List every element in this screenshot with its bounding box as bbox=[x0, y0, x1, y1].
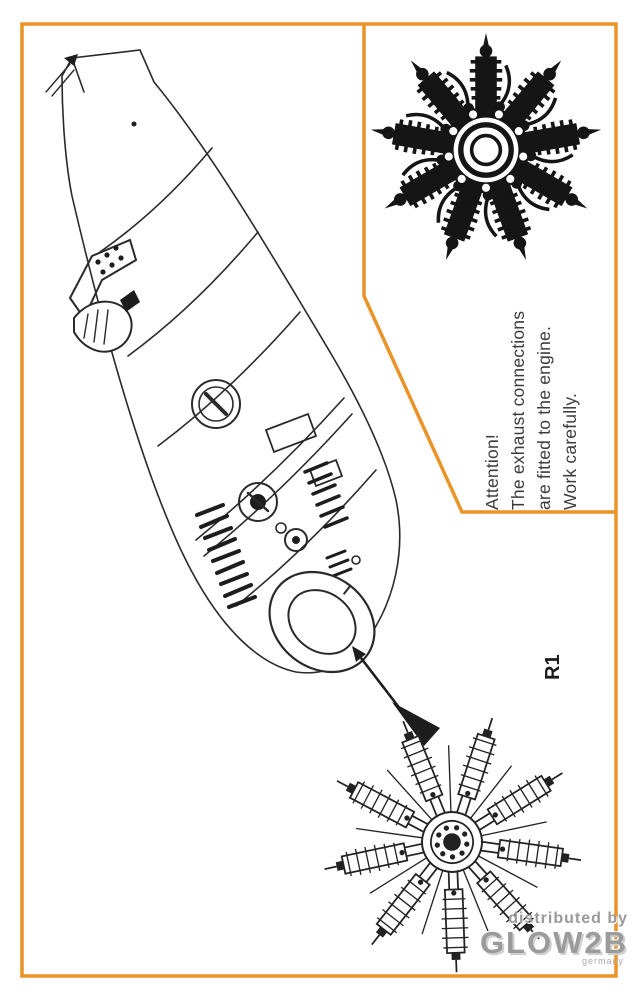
watermark-brand: GLOW2B bbox=[479, 924, 628, 960]
assembly-direction-arrow bbox=[352, 646, 406, 715]
attention-line-2: The exhaust connections bbox=[507, 310, 528, 510]
watermark-distributed-by: distributed by bbox=[508, 909, 628, 927]
attention-line-3: are fitted to the engine. bbox=[533, 325, 554, 510]
engine-shaft-cone bbox=[392, 702, 440, 746]
attention-note: Attention! The exhaust connections are f… bbox=[480, 250, 610, 510]
watermark-country: germany bbox=[581, 956, 624, 966]
attention-line-1: Attention! bbox=[482, 434, 502, 510]
radial-engine-part-drawing bbox=[320, 713, 584, 974]
aircraft-fuselage-drawing bbox=[45, 49, 401, 674]
page-border bbox=[20, 22, 618, 978]
watermark: distributed by GLOW2B germany bbox=[480, 910, 628, 966]
part-label-r1: R1 bbox=[542, 654, 564, 680]
radial-engine-detail-drawing bbox=[364, 31, 608, 270]
detail-inset-border bbox=[362, 24, 616, 514]
attention-line-4: Work carefully. bbox=[559, 392, 580, 510]
